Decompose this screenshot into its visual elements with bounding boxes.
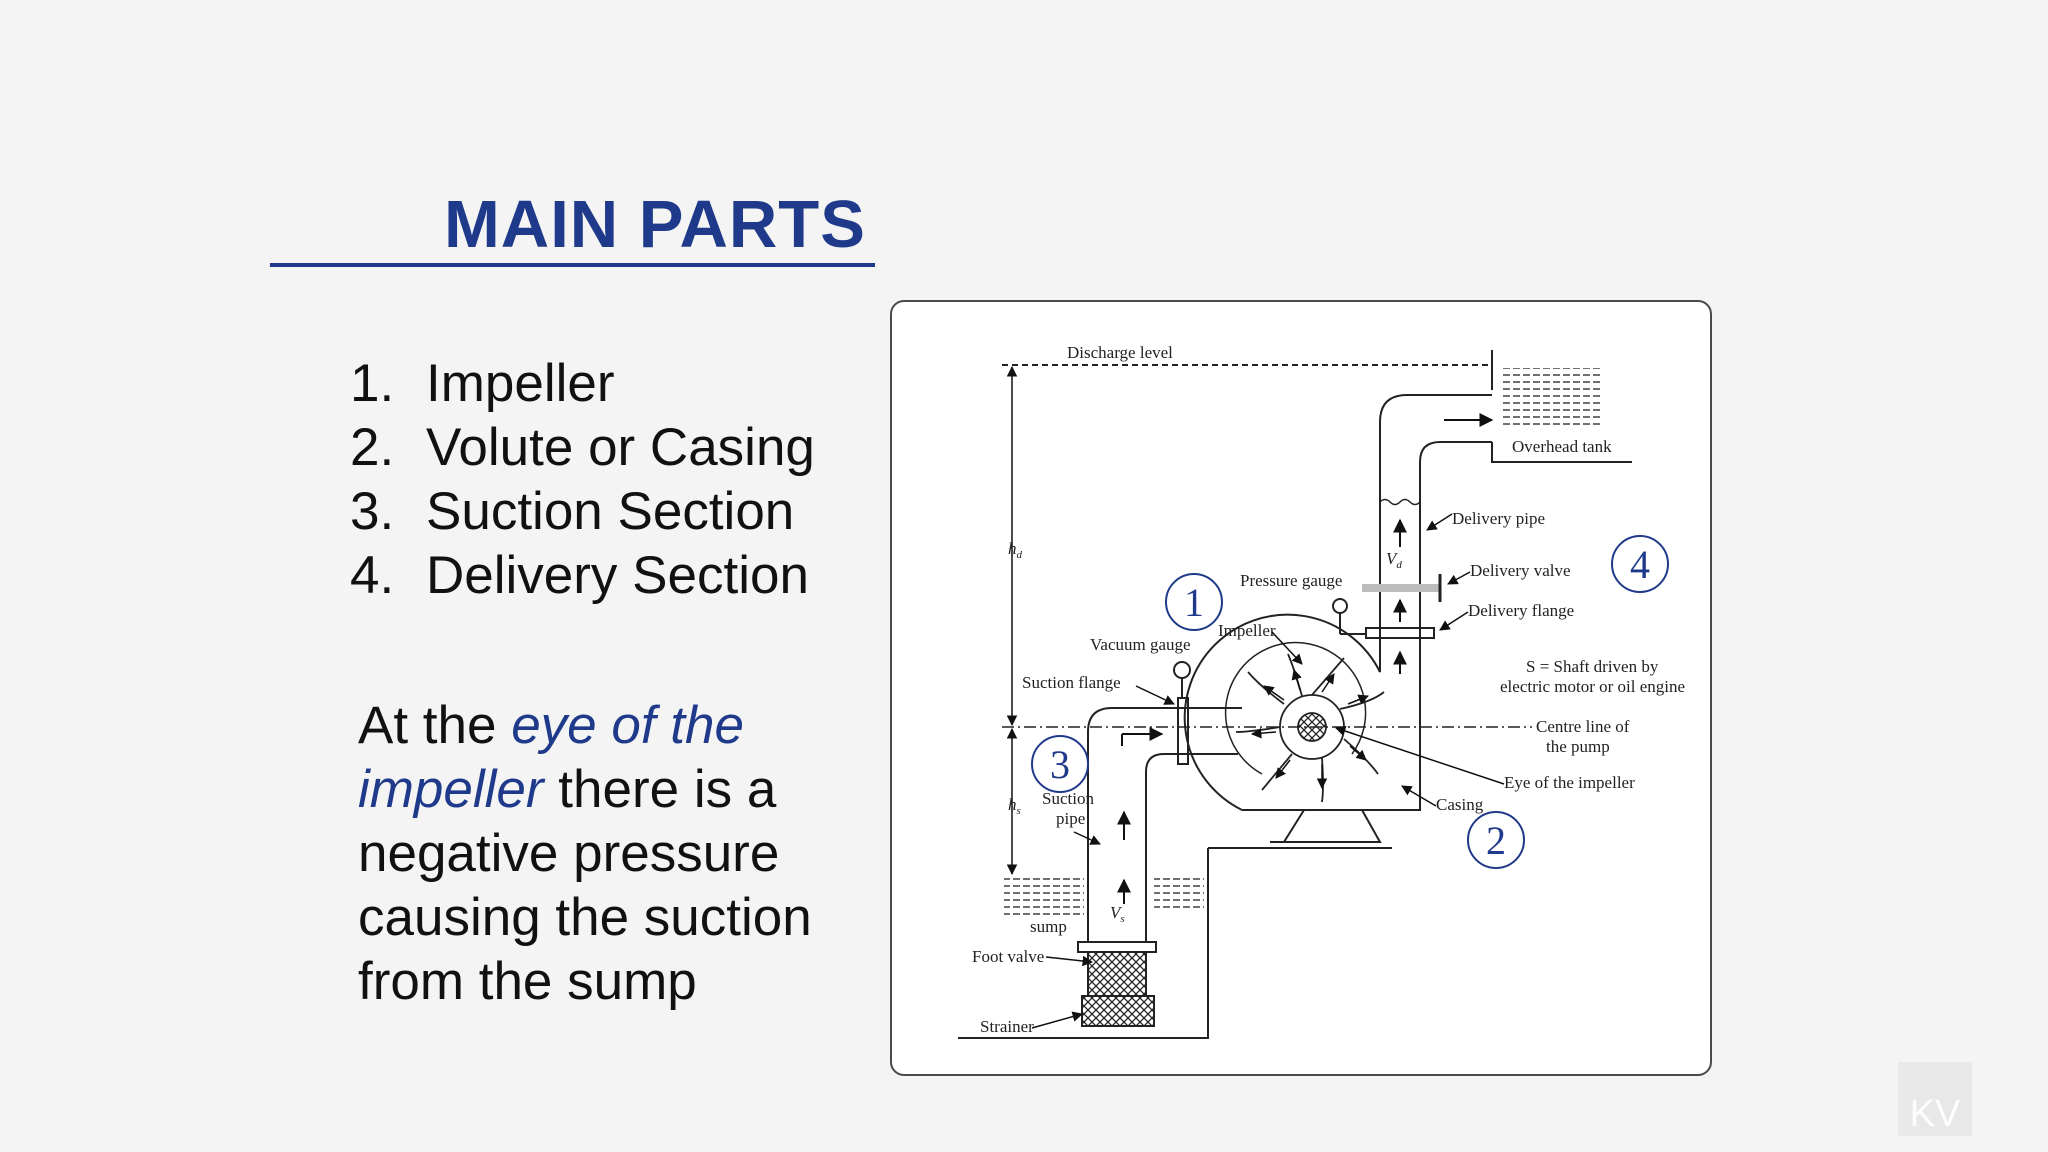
list-item: 3. Suction Section (350, 480, 815, 544)
svg-text:2: 2 (1486, 818, 1506, 863)
vacuum-gauge-label: Vacuum gauge (1090, 635, 1191, 654)
note-paragraph: At the eye of the impeller there is a ne… (358, 694, 878, 1014)
marker-1: 1 (1165, 573, 1223, 631)
overhead-tank (1491, 442, 1632, 463)
sump-label: sump (1030, 917, 1067, 936)
slide-title: MAIN PARTS (444, 187, 866, 262)
note-emphasis: eye of the impeller (358, 696, 744, 819)
foot-valve-flange (1077, 941, 1157, 953)
impeller-label: Impeller (1218, 621, 1276, 640)
list-number: 1. (350, 354, 395, 413)
vs-label: Vs (1110, 903, 1125, 925)
list-number: 4. (350, 546, 395, 605)
strainer (1081, 995, 1155, 1027)
list-item: 4. Delivery Section (350, 544, 815, 608)
list-number: 3. (350, 482, 395, 541)
hd-label: hd (1008, 539, 1023, 561)
eye-of-impeller-label: Eye of the impeller (1504, 773, 1635, 792)
shaft-label-1: S = Shaft driven by (1526, 657, 1659, 676)
svg-text:1: 1 (1184, 580, 1204, 625)
overhead-tank-water (1500, 368, 1600, 428)
marker-4: 4 (1611, 535, 1669, 593)
centre-line-label-2: the pump (1546, 737, 1610, 756)
list-item: 1. Impeller (350, 352, 815, 416)
suction-pipe-inner (1145, 753, 1238, 942)
sump-water-right (1154, 874, 1204, 910)
note-text-end: there is a negative pressure causing the… (358, 760, 812, 1011)
centre-line-label-1: Centre line of (1536, 717, 1630, 736)
list-label: Suction Section (426, 482, 795, 541)
delivery-flange-label: Delivery flange (1468, 601, 1574, 620)
impeller (1235, 653, 1385, 803)
suction-flange-label: Suction flange (1022, 673, 1121, 692)
title-underline (270, 263, 875, 267)
list-item: 2. Volute or Casing (350, 416, 815, 480)
foot-valve-label: Foot valve (972, 947, 1044, 966)
shaft-label-2: electric motor or oil engine (1500, 677, 1685, 696)
list-label: Impeller (426, 354, 615, 413)
parts-list: 1. Impeller 2. Volute or Casing 3. Suction … (350, 352, 815, 608)
marker-3: 3 (1031, 735, 1089, 793)
svg-text:3: 3 (1050, 742, 1070, 787)
pump-diagram-svg: Discharge level Overhead tank Vd Deliver… (958, 343, 1685, 1039)
vd-label: Vd (1386, 549, 1402, 571)
delivery-flange (1365, 627, 1435, 639)
watermark-logo: KV (1898, 1062, 1972, 1136)
pump-diagram: Discharge level Overhead tank Vd Deliver… (890, 300, 1712, 1076)
sump-wall (958, 848, 1209, 1039)
casing-label: Casing (1436, 795, 1484, 814)
suction-pipe-outer (1087, 707, 1242, 942)
list-label: Volute or Casing (426, 418, 815, 477)
marker-2: 2 (1467, 811, 1525, 869)
list-number: 2. (350, 418, 395, 477)
delivery-pipe-label: Delivery pipe (1452, 509, 1545, 528)
overhead-tank-label: Overhead tank (1512, 437, 1612, 456)
delivery-valve-label: Delivery valve (1470, 561, 1571, 580)
svg-text:4: 4 (1630, 542, 1650, 587)
hs-label: hs (1008, 795, 1021, 817)
list-label: Delivery Section (426, 546, 809, 605)
delivery-pipe-outer (1379, 394, 1492, 672)
sump-water-left (1004, 874, 1084, 918)
suction-pipe-label-2: pipe (1056, 809, 1085, 828)
delivery-valve (1362, 584, 1440, 592)
delivery-pipe-inner (1419, 441, 1492, 632)
pump-base (1270, 809, 1382, 843)
strainer-label: Strainer (980, 1017, 1034, 1036)
pressure-gauge (1332, 598, 1348, 614)
pressure-gauge-label: Pressure gauge (1240, 571, 1342, 590)
pump-casing (1183, 613, 1381, 811)
vacuum-gauge (1173, 661, 1191, 679)
suction-pipe-label-1: Suction (1042, 789, 1094, 808)
discharge-level-label: Discharge level (1067, 343, 1173, 362)
foot-valve (1087, 952, 1147, 997)
note-text-start: At the (358, 696, 512, 755)
